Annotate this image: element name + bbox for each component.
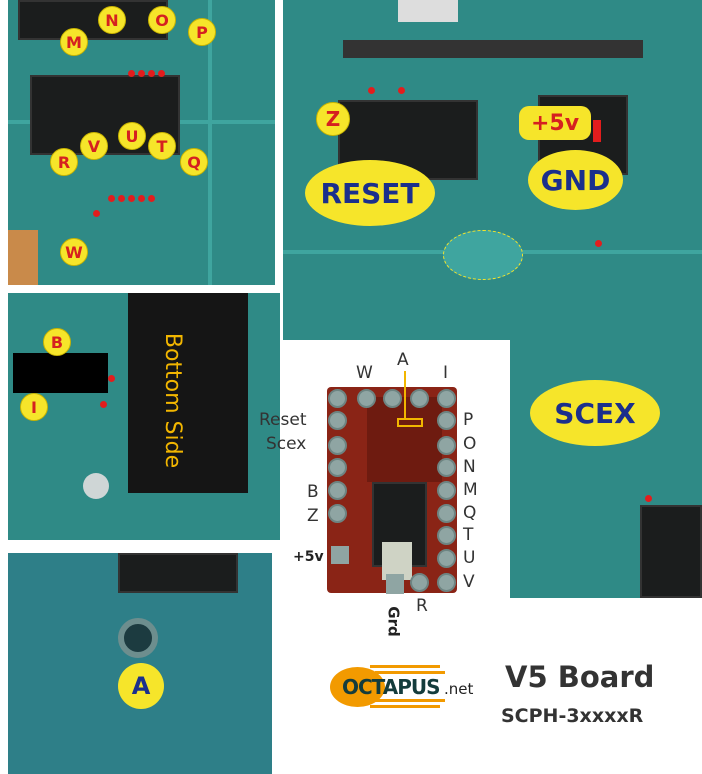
- point-n-label: N: [98, 6, 126, 34]
- a-point-highlight: [397, 418, 423, 427]
- bottom-side-label: Bottom Side: [160, 332, 186, 469]
- right-photo-extension: SCEX: [510, 340, 702, 598]
- point-u-label: U: [118, 122, 146, 150]
- middle-left-photo: Bottom Side B I: [8, 293, 280, 540]
- pin-u-label: U: [463, 548, 476, 568]
- board-model: SCPH-3xxxxR: [501, 705, 644, 727]
- pin-q-label: Q: [463, 503, 477, 523]
- gnd-label: GND: [528, 150, 623, 210]
- pin-m-label: M: [463, 480, 478, 500]
- point-r-label: R: [50, 148, 78, 176]
- point-z-label: Z: [316, 102, 350, 136]
- pin-o-label: O: [463, 434, 477, 454]
- logo-suffix: .net: [444, 680, 474, 698]
- point-p-label: P: [188, 18, 216, 46]
- pin-b-label: B: [307, 482, 319, 502]
- point-o-label: O: [148, 6, 176, 34]
- plus5v-label: +5v: [519, 106, 591, 140]
- point-q-label: Q: [180, 148, 208, 176]
- pin-5v-label: +5v: [293, 549, 324, 565]
- pin-z-label: Z: [307, 506, 319, 526]
- reset-label: RESET: [305, 160, 435, 226]
- point-v-label: V: [80, 132, 108, 160]
- pin-v-label: V: [463, 572, 475, 592]
- pin-scex-label: Scex: [266, 434, 307, 454]
- top-right-photo: Z RESET +5v GND: [283, 0, 702, 340]
- pin-p-label: P: [463, 410, 474, 430]
- pin-t-label: T: [463, 525, 474, 545]
- point-i-label: I: [20, 393, 48, 421]
- point-a-label: A: [118, 663, 164, 709]
- point-w-label: W: [60, 238, 88, 266]
- top-left-photo: M N O P R V U T Q W: [8, 0, 275, 285]
- logo-name: OCTAPUS: [342, 675, 441, 699]
- pin-reset-label: Reset: [259, 410, 307, 430]
- bottom-left-photo: A: [8, 553, 272, 774]
- pin-n-label: N: [463, 457, 476, 477]
- pin-w-label: W: [356, 363, 373, 383]
- point-t-label: T: [148, 132, 176, 160]
- point-m-label: M: [60, 28, 88, 56]
- octapus-logo: OCTAPUS .net: [330, 665, 480, 710]
- pin-i-label: I: [443, 363, 449, 383]
- pin-a-label: A: [397, 350, 409, 370]
- pin-r-label: R: [416, 596, 428, 616]
- scex-label: SCEX: [530, 380, 660, 446]
- point-b-label: B: [43, 328, 71, 356]
- pin-grd-label: Grd: [384, 606, 403, 637]
- board-title: V5 Board: [505, 660, 655, 694]
